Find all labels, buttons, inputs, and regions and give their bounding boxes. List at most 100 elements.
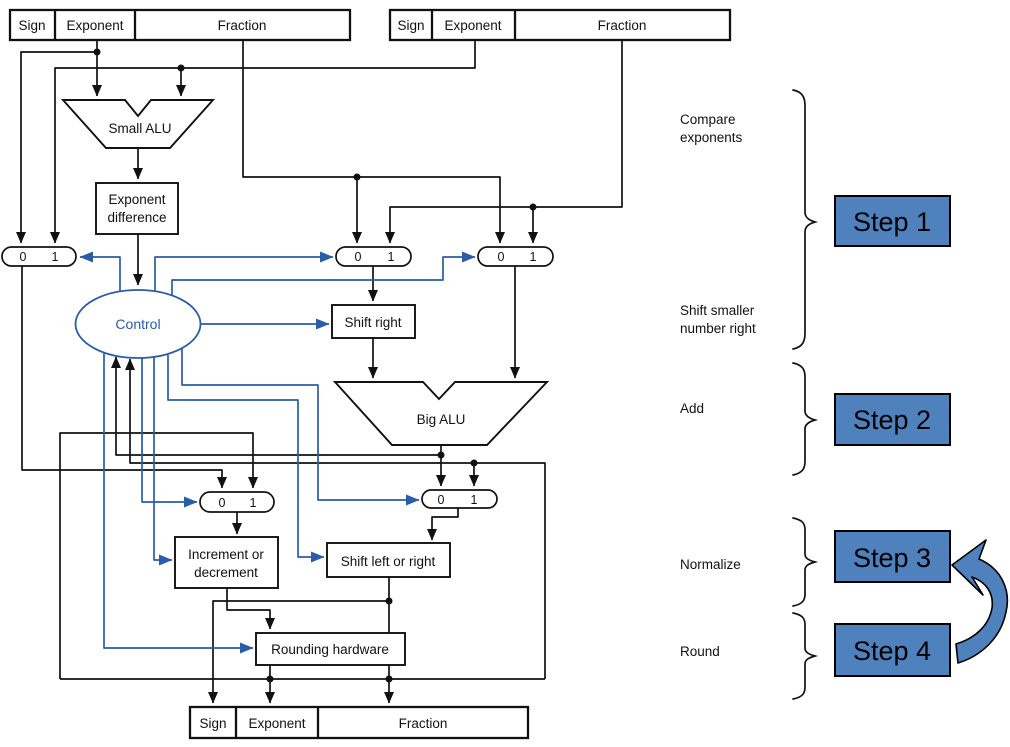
junction-dot xyxy=(353,173,361,181)
register-cell-label: Fraction xyxy=(399,716,448,731)
brace-step3 xyxy=(792,517,819,607)
box-label-line2: difference xyxy=(107,210,166,225)
junction-dot xyxy=(385,675,393,683)
small-alu-label: Small ALU xyxy=(108,121,171,136)
big-alu: Big ALU xyxy=(332,381,550,446)
box xyxy=(331,304,416,339)
mux-0-label: 0 xyxy=(219,496,226,510)
register-cell-label: Exponent xyxy=(66,18,123,33)
step-4-label: Step 4 xyxy=(853,636,931,666)
step-2-box xyxy=(834,393,951,446)
junction-dot xyxy=(385,597,393,605)
compare-exponents-label-line1: Compare xyxy=(680,112,736,127)
normalize-label: Normalize xyxy=(680,557,741,572)
shift-left-right-box: Shift left or right xyxy=(326,542,451,578)
small-alu-shape xyxy=(60,99,216,149)
shift-smaller-label-line1: Shift smaller xyxy=(680,303,755,318)
loop-back-arrow-icon xyxy=(951,539,1009,664)
wire-round-feedback-to-control xyxy=(125,358,546,679)
step-1-label: Step 1 xyxy=(853,207,931,237)
wire-right-fraction-to-mux2-1 xyxy=(385,40,623,244)
big-alu-shape xyxy=(332,381,550,446)
register-result: Sign Exponent Fraction xyxy=(188,705,530,740)
mux-shape xyxy=(477,246,554,267)
wire-mux1-to-mux5-0 xyxy=(21,266,227,489)
mux-1-label: 1 xyxy=(530,250,537,264)
increment-decrement-box: Increment or decrement xyxy=(174,536,279,589)
step-boxes: Step 1 Step 2 Step 3 Step 4 xyxy=(834,195,951,677)
step-4-box xyxy=(834,623,951,677)
register-box xyxy=(8,8,352,42)
junction-dot xyxy=(437,451,445,459)
register-cell-label: Exponent xyxy=(248,716,305,731)
box xyxy=(95,182,179,235)
brace-step4 xyxy=(792,612,819,700)
mux-0-label: 0 xyxy=(498,250,505,264)
brace-step2 xyxy=(792,362,819,476)
mux-fraction-right: 0 1 xyxy=(477,246,554,267)
control-label: Control xyxy=(115,316,160,332)
register-box xyxy=(188,705,530,740)
register-cell-label: Sign xyxy=(18,18,45,33)
junction-dot xyxy=(470,459,478,467)
box xyxy=(255,632,406,666)
box-label-line2: decrement xyxy=(194,565,258,580)
mux-1-label: 1 xyxy=(388,250,395,264)
wire-left-exponent-to-mux1-0 xyxy=(16,51,97,244)
stage-annotations: Compare exponents Shift smaller number r… xyxy=(680,112,756,659)
box-label-line1: Exponent xyxy=(108,192,165,207)
compare-exponents-label-line2: exponents xyxy=(680,130,743,145)
junction-dot xyxy=(93,48,101,56)
box-label: Shift left or right xyxy=(341,554,436,569)
control-unit: Control xyxy=(74,289,202,359)
stage-braces xyxy=(792,89,819,700)
add-label: Add xyxy=(680,401,704,416)
mux-1-label: 1 xyxy=(250,496,257,510)
wire-mux4-to-shift-left-right xyxy=(427,508,459,541)
rounding-hardware-box: Rounding hardware xyxy=(255,632,406,666)
exponent-difference-box: Exponent difference xyxy=(95,182,179,235)
register-cell-label: Sign xyxy=(397,18,424,33)
wire-left-fraction-to-mux3-0 xyxy=(242,40,505,244)
junction-dot xyxy=(177,64,185,72)
step-3-box xyxy=(834,530,951,583)
brace-step1 xyxy=(792,89,819,350)
small-alu: Small ALU xyxy=(60,99,216,149)
register-box xyxy=(388,8,732,42)
wire-increment-to-rounding xyxy=(226,588,275,630)
mux-fraction-left: 0 1 xyxy=(335,246,412,267)
box xyxy=(326,542,451,578)
mux-shape xyxy=(199,491,275,513)
wire-control-to-mux4-select xyxy=(181,349,420,506)
mux-normalize: 0 1 xyxy=(421,489,498,509)
wire-big-alu-feedback-to-control xyxy=(111,356,441,456)
mux-exponent-adjust: 0 1 xyxy=(199,491,275,513)
mux-shape xyxy=(421,489,498,509)
step-2-label: Step 2 xyxy=(853,405,931,435)
mux-0-label: 0 xyxy=(20,250,27,264)
junction-dots xyxy=(93,48,537,683)
mux-1-label: 1 xyxy=(52,250,59,264)
wire-control-to-mux2-select xyxy=(154,251,334,291)
box-label: Rounding hardware xyxy=(271,642,389,657)
wire-control-to-mux5-select xyxy=(141,358,198,508)
wire-control-to-shift-left-right xyxy=(167,355,325,563)
mux-0-label: 0 xyxy=(355,250,362,264)
shift-right-box: Shift right xyxy=(331,304,416,339)
junction-dot xyxy=(266,675,274,683)
wire-right-exponent-to-mux1-1 xyxy=(50,40,476,244)
register-cell-label: Sign xyxy=(199,716,226,731)
mux-shape xyxy=(1,246,77,267)
register-cell-label: Fraction xyxy=(218,18,267,33)
wire-to-result-sign xyxy=(208,600,389,704)
box-label: Shift right xyxy=(344,315,401,330)
register-top-left: Sign Exponent Fraction xyxy=(8,8,352,42)
register-top-right: Sign Exponent Fraction xyxy=(388,8,732,42)
control-signal-wires xyxy=(79,251,476,654)
wire-control-to-mux1-select xyxy=(79,251,121,291)
black-wires xyxy=(16,40,623,704)
register-cell-label: Fraction xyxy=(598,18,647,33)
junction-dot xyxy=(529,203,537,211)
